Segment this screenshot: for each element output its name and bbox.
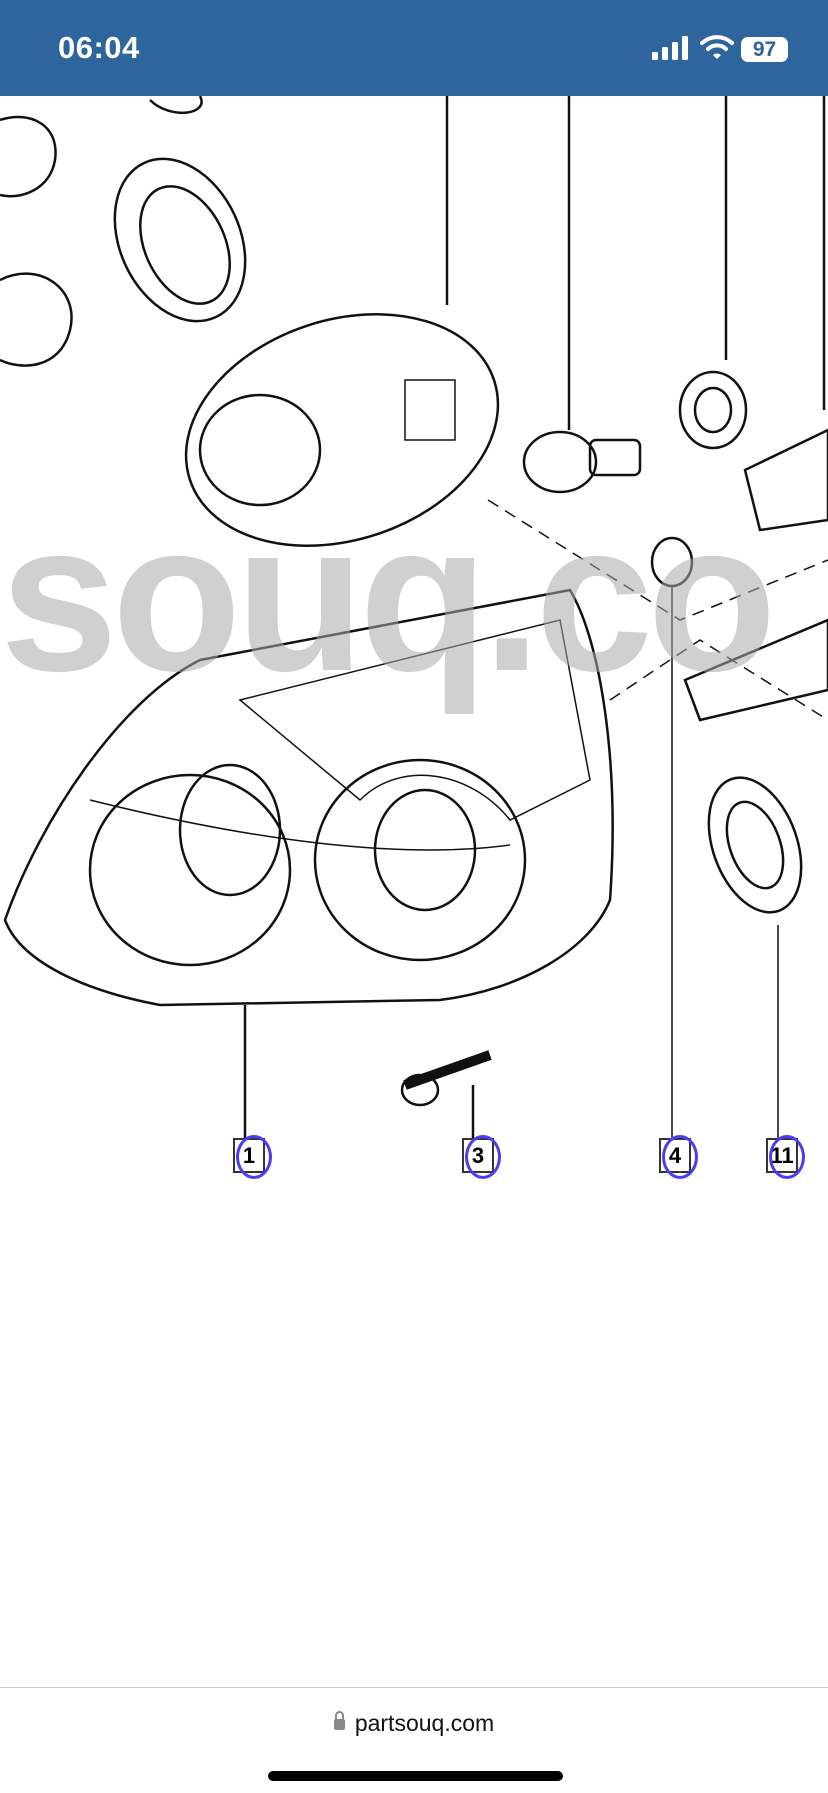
lock-icon bbox=[333, 1711, 345, 1730]
callout-part-3[interactable]: 3 bbox=[462, 1135, 501, 1179]
browser-bottom-bar: partsouq.com bbox=[0, 1687, 828, 1793]
wifi-icon bbox=[700, 35, 734, 59]
url-text: partsouq.com bbox=[354, 1710, 495, 1736]
callout-part-1[interactable]: 1 bbox=[233, 1135, 272, 1179]
parts-diagram[interactable]: souq.co bbox=[0, 95, 828, 1196]
callout-part-4[interactable]: 4 bbox=[659, 1135, 698, 1179]
watermark: souq.co bbox=[0, 478, 777, 715]
clock: 06:04 bbox=[58, 30, 140, 65]
home-indicator[interactable] bbox=[268, 1771, 563, 1781]
callout-part-11[interactable]: 11 bbox=[766, 1135, 805, 1179]
cellular-signal-icon bbox=[652, 36, 688, 60]
headlamp-exploded-drawing bbox=[0, 95, 828, 1138]
battery-icon: 97 bbox=[741, 37, 788, 62]
status-bar: 06:04 97 bbox=[0, 0, 828, 96]
address-bar[interactable]: partsouq.com bbox=[0, 1710, 828, 1737]
